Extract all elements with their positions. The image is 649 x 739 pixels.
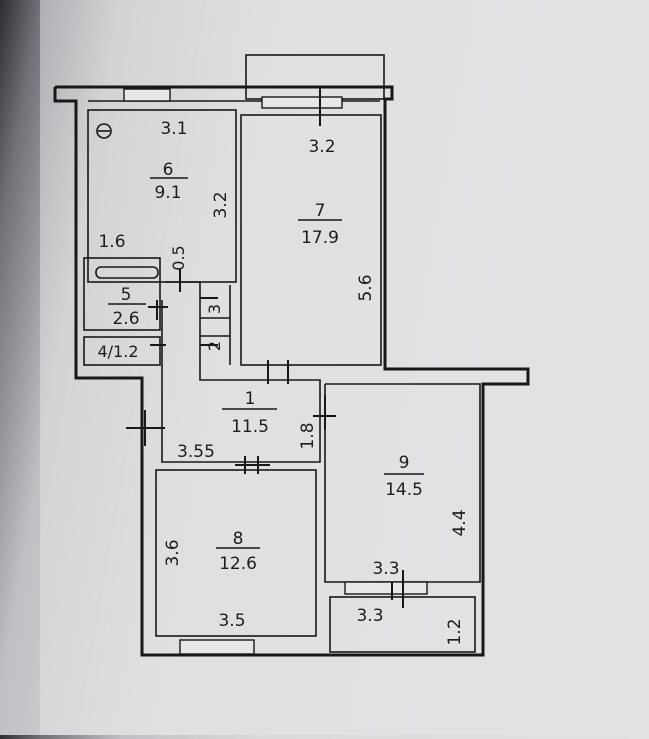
dimension-label: 3.3 — [372, 559, 399, 579]
dimension-label: 1.6 — [98, 232, 125, 252]
windows — [123, 88, 428, 655]
dimension-label: 3.5 — [218, 611, 245, 631]
room-7-outline — [240, 114, 382, 366]
room-6-outline — [87, 109, 237, 283]
dimension-label: 4.4 — [450, 509, 470, 536]
dimension-label: 5.6 — [356, 274, 376, 301]
dimension-label: 1.2 — [445, 618, 465, 645]
dimension-label: 0.5 — [169, 245, 188, 270]
room-7-area: 17.9 — [301, 228, 339, 248]
room-1-area: 11.5 — [231, 417, 269, 437]
room-5-number: 5 — [121, 285, 132, 305]
room-1-outline — [161, 281, 321, 463]
room-7-number: 7 — [315, 201, 326, 221]
window-room-6 — [123, 88, 171, 102]
dimension-label: 1.8 — [298, 422, 318, 449]
dimension-label: 3.1 — [160, 119, 187, 139]
room-4-label: 4/1.2 — [97, 342, 138, 361]
dimension-label: 3 — [205, 304, 224, 314]
door-markers — [126, 88, 404, 608]
room-9-area: 14.5 — [385, 480, 423, 500]
window-room-8 — [179, 639, 255, 655]
room-6-number: 6 — [163, 160, 174, 180]
room-5-outline — [83, 257, 161, 331]
dimension-label: 2 — [205, 341, 224, 351]
window-room-9 — [344, 581, 428, 595]
dimension-label: 3.6 — [163, 539, 183, 566]
room-8-outline — [155, 469, 317, 637]
room-4-outline — [83, 336, 161, 366]
dimension-label: 3.2 — [211, 191, 231, 218]
gas-meter-icon — [96, 123, 112, 139]
window-room-7 — [261, 96, 343, 109]
room-9-outline — [324, 383, 481, 583]
room-5-area: 2.6 — [112, 309, 139, 329]
dimension-label: 3.2 — [308, 137, 335, 157]
room-8-number: 8 — [233, 529, 244, 549]
room-6-area: 9.1 — [154, 183, 181, 203]
dimension-label: 3.55 — [177, 442, 215, 462]
room-1-number: 1 — [245, 389, 256, 409]
dimension-label: 3.3 — [356, 606, 383, 626]
bathtub-icon — [95, 266, 159, 279]
room-8-area: 12.6 — [219, 554, 257, 574]
room-9-number: 9 — [399, 453, 410, 473]
